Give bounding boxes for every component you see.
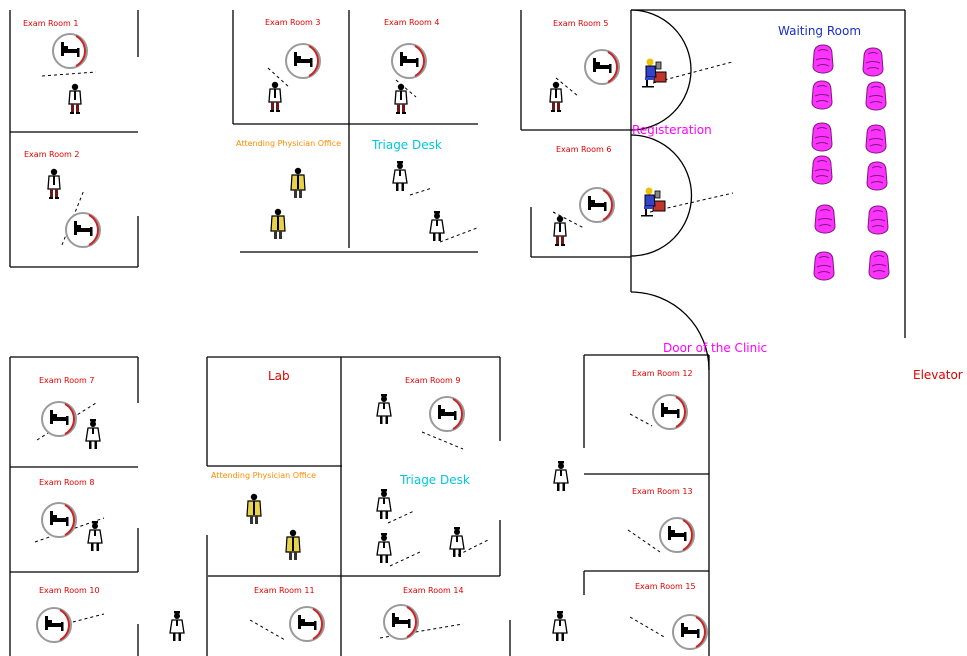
hospital-bed-icon <box>672 614 708 650</box>
hospital-bed-icon <box>383 604 419 640</box>
nurse-icon <box>392 160 408 192</box>
exam-room-13-label: Exam Room 13 <box>632 487 693 496</box>
doctors <box>47 81 567 247</box>
elevator-label: Elevator <box>913 368 963 382</box>
waiting-chair-icon <box>814 204 836 234</box>
office-bottom-label: Attending Physician Office <box>211 471 317 480</box>
doctor-icon <box>47 168 61 200</box>
exam-room-8-label: Exam Room 8 <box>39 478 95 487</box>
attending-physician-icon <box>290 167 306 199</box>
nurse-icon <box>169 610 185 642</box>
lab-label: Lab <box>268 369 290 383</box>
office-top-label: Attending Physician Office <box>236 139 342 148</box>
hospital-bed-icon <box>65 212 101 248</box>
nurse-icon <box>376 532 392 564</box>
waiting-chair-icon <box>865 124 887 154</box>
doctor-icon <box>68 83 82 115</box>
waiting-chair-icon <box>862 47 884 77</box>
nurse-icon <box>87 520 103 552</box>
exam-room-4-label: Exam Room 4 <box>384 18 440 27</box>
doctor-icon <box>553 215 567 247</box>
nurse-icon <box>449 526 465 558</box>
hospital-bed-icon <box>36 607 72 643</box>
exam-room-15-label: Exam Room 15 <box>635 582 696 591</box>
waiting-chair-icon <box>865 81 887 111</box>
hospital-bed-icon <box>289 606 325 642</box>
hospital-bed-icon <box>391 43 427 79</box>
attending-physician-icon <box>285 529 301 561</box>
exam-room-6-label: Exam Room 6 <box>556 145 612 154</box>
registration-label: Registeration <box>632 123 712 137</box>
exam-room-10-label: Exam Room 10 <box>39 586 100 595</box>
nurses <box>85 160 569 642</box>
waiting-chair-icon <box>867 205 889 235</box>
nurse-icon <box>85 418 101 450</box>
nurse-icon <box>429 210 445 242</box>
attending-physicians <box>246 167 306 561</box>
exam-room-7-label: Exam Room 7 <box>39 376 95 385</box>
exam-room-9-label: Exam Room 9 <box>405 376 461 385</box>
walls <box>9 9 906 656</box>
attending-physician-icon <box>270 208 286 240</box>
waiting-chair-icon <box>811 155 833 185</box>
hospital-bed-icon <box>584 49 620 85</box>
waiting-chair-icon <box>811 122 833 152</box>
nurse-icon <box>376 393 392 425</box>
exam-room-11-label: Exam Room 11 <box>254 586 315 595</box>
nurse-icon <box>553 460 569 492</box>
exam-room-2-label: Exam Room 2 <box>24 150 80 159</box>
waiting-chair-icon <box>868 250 890 280</box>
receptionist-icon <box>640 187 666 217</box>
doctor-icon <box>268 81 282 113</box>
waiting-chairs <box>811 44 890 281</box>
attending-physician-icon <box>246 493 262 525</box>
hospital-bed-icon <box>652 394 688 430</box>
exam-room-1-label: Exam Room 1 <box>23 19 79 28</box>
waiting-chair-icon <box>812 44 834 74</box>
nurse-icon <box>376 488 392 520</box>
waiting-room-label: Waiting Room <box>778 24 862 38</box>
waiting-chair-icon <box>866 161 888 191</box>
hospital-bed-icon <box>285 43 321 79</box>
hospital-bed-icon <box>41 502 77 538</box>
hospital-bed-icon <box>41 401 77 437</box>
door-label: Door of the Clinic <box>663 341 768 355</box>
receptionists <box>640 58 667 217</box>
triage-desk-bottom-label: Triage Desk <box>400 473 470 487</box>
hospital-bed-icon <box>52 33 88 69</box>
triage-desk-top-label: Triage Desk <box>372 138 442 152</box>
doctor-icon <box>549 81 563 113</box>
hospital-bed-icon <box>429 396 465 432</box>
nurse-icon <box>552 610 568 642</box>
exam-room-3-label: Exam Room 3 <box>265 18 321 27</box>
exam-room-14-label: Exam Room 14 <box>403 586 464 595</box>
waiting-chair-icon <box>811 80 833 110</box>
hospital-bed-icon <box>659 517 695 553</box>
exam-room-12-label: Exam Room 12 <box>632 369 693 378</box>
waiting-chair-icon <box>813 251 835 281</box>
exam-room-5-label: Exam Room 5 <box>553 19 609 28</box>
hospital-bed-icon <box>579 187 615 223</box>
